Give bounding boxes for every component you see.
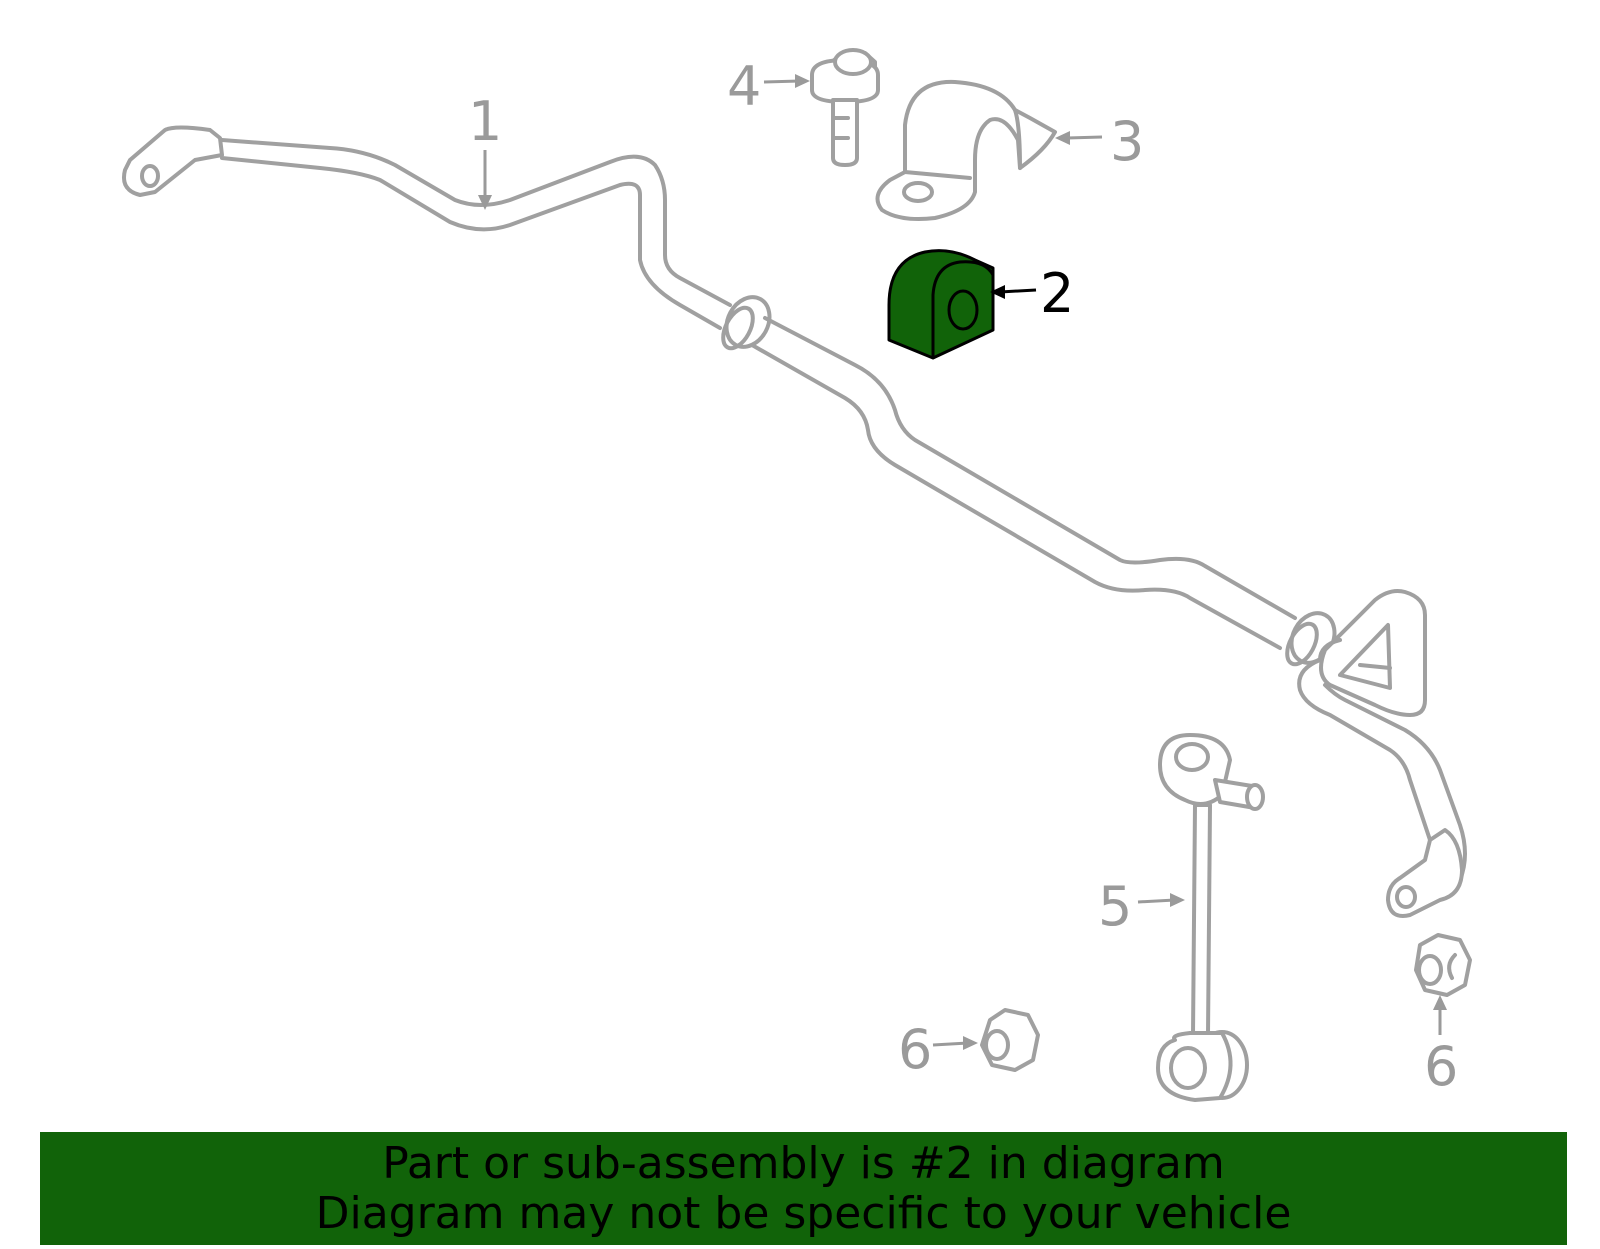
nut-right — [1414, 933, 1472, 997]
callout-2: 2 — [1040, 262, 1074, 325]
stabilizer-link — [1156, 733, 1265, 1102]
callout-3: 3 — [1110, 110, 1144, 173]
callouts: 1 2 3 4 5 6 6 — [468, 55, 1458, 1098]
leaders — [478, 74, 1447, 1050]
nut-left — [980, 1008, 1040, 1072]
footer-banner: Part or sub-assembly is #2 in diagram Di… — [40, 1132, 1567, 1245]
footer-line-2: Diagram may not be specific to your vehi… — [315, 1187, 1292, 1239]
callout-1: 1 — [468, 90, 502, 153]
bushing-highlighted — [887, 249, 995, 360]
callout-6-right: 6 — [1424, 1035, 1458, 1098]
callout-5: 5 — [1098, 875, 1132, 938]
callout-6-left: 6 — [898, 1018, 932, 1081]
footer-line-1: Part or sub-assembly is #2 in diagram — [382, 1137, 1225, 1189]
stabilizer-bar — [122, 125, 1467, 918]
bracket — [875, 79, 1057, 221]
callout-4: 4 — [727, 55, 761, 118]
bolt — [810, 48, 880, 167]
